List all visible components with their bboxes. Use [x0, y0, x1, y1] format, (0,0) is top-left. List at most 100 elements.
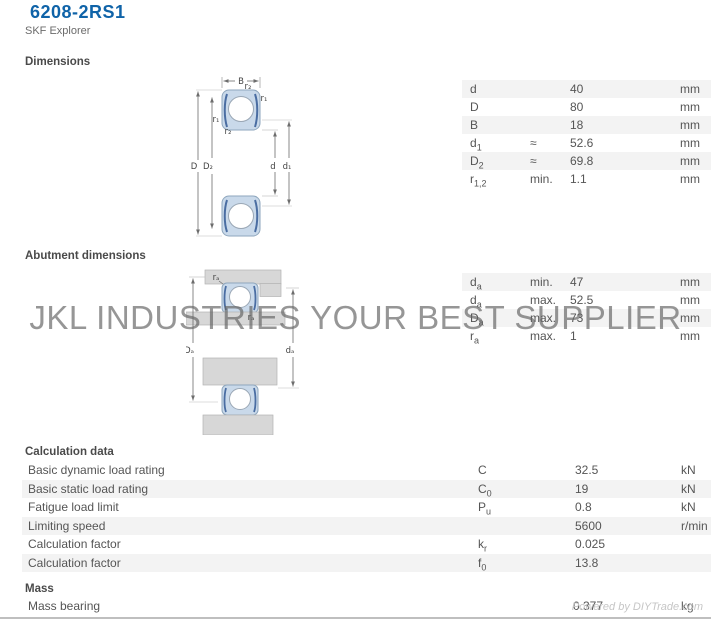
value: 19: [575, 481, 589, 496]
abutment-dimensions-table: da min. 47 mm da max. 52.5 mm Da max. 73…: [462, 273, 711, 345]
unit: kN: [681, 481, 696, 496]
section-heading-dimensions: Dimensions: [25, 56, 91, 68]
unit: mm: [680, 154, 700, 168]
qualifier: [530, 116, 570, 134]
symbol: D2: [470, 152, 530, 170]
qualifier: min.: [530, 275, 553, 289]
row-label: Fatigue load limit: [28, 500, 119, 514]
unit: r/min: [681, 518, 708, 533]
section-heading-mass: Mass: [25, 583, 54, 595]
symbol-sub: r: [484, 543, 487, 554]
symbol: Da: [470, 309, 530, 327]
value: 1: [570, 329, 577, 343]
symbol-base: r: [470, 172, 474, 186]
value: 0.8: [575, 500, 592, 514]
table-row: Da max. 73 mm: [462, 309, 711, 327]
value: 52.6: [570, 136, 594, 150]
symbol-base: D: [470, 100, 479, 114]
symbol-sub: a: [474, 335, 480, 346]
table-row: da min. 47 mm: [462, 273, 711, 291]
symbol-sub: 1,2: [474, 178, 487, 189]
qualifier: [530, 80, 570, 98]
symbol: kr: [478, 535, 575, 554]
row-label: Basic dynamic load rating: [28, 463, 165, 477]
unit: mm: [680, 275, 700, 289]
symbol-sub: 1: [476, 142, 482, 153]
row-label: Basic static load rating: [28, 481, 149, 496]
value: 32.5: [575, 463, 599, 477]
symbol: da: [470, 291, 530, 309]
unit: kg: [681, 599, 694, 613]
row-label: Calculation factor: [28, 555, 121, 570]
symbol: r1,2: [470, 170, 530, 188]
qualifier: ≈: [530, 136, 537, 150]
symbol-sub: a: [476, 299, 482, 310]
symbol: Pu: [478, 498, 575, 517]
qualifier: max.: [530, 293, 557, 307]
unit: mm: [680, 172, 700, 186]
dim-label-B: B: [238, 77, 244, 87]
symbol-base: k: [478, 537, 484, 551]
unit: kN: [681, 500, 696, 514]
symbol: ra: [470, 327, 530, 345]
qualifier: [530, 98, 570, 116]
dim-label-r2-top: r₂: [245, 82, 252, 92]
table-row: da max. 52.5 mm: [462, 291, 711, 309]
symbol-sub: a: [476, 281, 482, 292]
symbol: da: [470, 273, 530, 291]
row-label: Mass bearing: [28, 599, 101, 613]
symbol-base: B: [470, 118, 479, 132]
unit: [681, 535, 711, 554]
table-row: B 18 mm: [462, 116, 711, 134]
unit: [681, 554, 711, 573]
page-title: 6208-2RS1: [30, 2, 126, 22]
table-row: Calculation factor kr 0.025: [22, 535, 711, 554]
unit: mm: [680, 82, 700, 96]
row-label: Calculation factor: [28, 537, 121, 551]
value: 52.5: [570, 293, 594, 307]
unit: mm: [680, 136, 700, 150]
dim-label-D: D: [191, 162, 198, 172]
value: 69.8: [570, 154, 594, 168]
value: 80: [570, 100, 584, 114]
table-row: D 80 mm: [462, 98, 711, 116]
symbol-base: f: [478, 555, 482, 570]
dimensions-table: d 40 mm D 80 mm B 18 mm d1 ≈ 52.6 mm D2 …: [462, 80, 711, 188]
symbol-base: D: [470, 154, 479, 168]
symbol-sub: 0: [486, 487, 492, 498]
bottom-divider: [0, 617, 711, 619]
table-row: Limiting speed 5600 r/min: [22, 516, 711, 535]
dim-label-r1-left: r₁: [213, 115, 220, 125]
value: 47: [570, 275, 584, 289]
row-label: Limiting speed: [28, 518, 106, 533]
qualifier: ≈: [530, 154, 537, 168]
value: 73: [570, 311, 584, 325]
symbol-base: D: [470, 311, 479, 325]
qualifier: max.: [530, 329, 557, 343]
table-row: D2 ≈ 69.8 mm: [462, 152, 711, 170]
unit: mm: [680, 100, 700, 114]
symbol: B: [470, 116, 530, 134]
symbol-base: d: [470, 82, 477, 96]
symbol: D: [470, 98, 530, 116]
dim-label-ra-inner: rₐ: [248, 313, 255, 323]
unit: kN: [681, 463, 696, 477]
supplier-watermark: JKL INDUSTRIES YOUR BEST SUPPLIER: [29, 299, 682, 336]
value: 40: [570, 82, 584, 96]
value: 0.377: [573, 599, 604, 613]
symbol-base: C: [478, 481, 487, 496]
symbol-base: C: [478, 463, 487, 477]
symbol-sub: u: [486, 506, 492, 517]
dim-label-r2-left: r₂: [225, 127, 232, 137]
diytrade-watermark: Powered by DIYTrade.com: [571, 601, 703, 613]
abutment-dimensions-diagram: rₐ rₐ Dₐ dₐ: [186, 269, 299, 435]
bearing-cross-section-diagram: B r₂ r₁ r₁ r₂ D D₂ d d₁: [191, 77, 292, 237]
table-row: Fatigue load limit Pu 0.8 kN: [22, 498, 711, 517]
symbol-sub: 0: [481, 561, 487, 572]
qualifier: min.: [530, 172, 553, 186]
mass-table: Mass bearing 0.377 kg: [22, 597, 711, 615]
symbol: f0: [478, 554, 575, 573]
table-row: Basic static load rating C0 19 kN: [22, 479, 711, 498]
section-heading-abutment: Abutment dimensions: [25, 250, 146, 262]
